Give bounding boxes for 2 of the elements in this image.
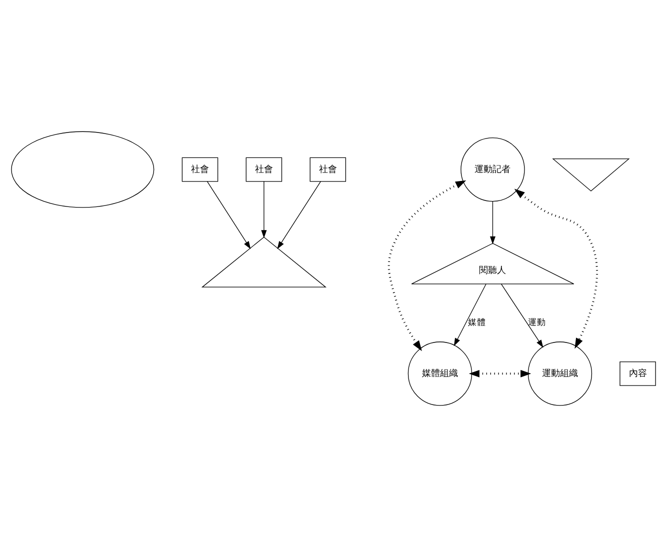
edge-label: 運動 [528,318,546,328]
edge-label: 媒體 [468,318,486,328]
